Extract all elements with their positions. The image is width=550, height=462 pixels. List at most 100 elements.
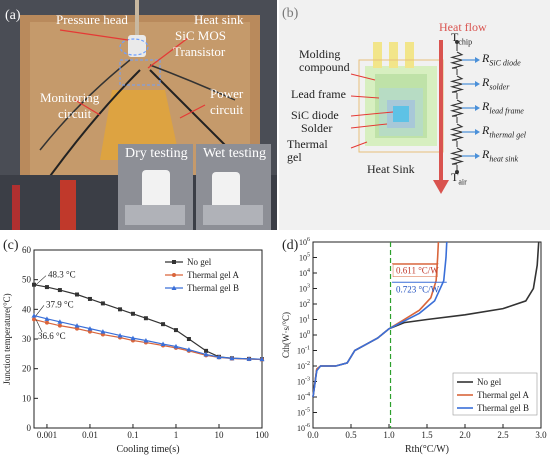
data-point: [161, 322, 166, 327]
data-point: [44, 320, 49, 325]
solder-label: Solder: [301, 121, 333, 135]
y-tick-label: 105: [299, 253, 310, 263]
data-point: [118, 307, 123, 312]
label-transistor: Transistor: [173, 44, 226, 59]
photo-illustration: [0, 0, 277, 230]
data-point: [186, 347, 192, 352]
data-point: [32, 282, 36, 287]
y-tick-label: 10: [22, 393, 32, 403]
label-pressure-head: Pressure head: [56, 12, 128, 27]
data-point: [186, 337, 191, 341]
resistor-label: Rthermal gel: [482, 123, 527, 140]
data-point: [57, 323, 62, 328]
data-point: [160, 341, 166, 347]
annotation-48-3: 48.3 °C: [48, 270, 76, 280]
y-tick-label: 50: [22, 275, 32, 285]
y-tick-exponent: 5: [307, 253, 310, 259]
data-point: [259, 356, 265, 362]
data-point: [100, 329, 106, 334]
y-tick-exponent: 2: [307, 299, 310, 305]
resistor-symbol: [449, 75, 465, 93]
resistor-arrowhead: [475, 129, 480, 135]
legend-label: No gel: [187, 257, 212, 267]
data-point: [216, 354, 222, 360]
heat-sink-label: Heat Sink: [367, 162, 415, 176]
y-tick-label: 102: [299, 299, 310, 309]
data-point: [204, 348, 209, 353]
data-point: [44, 285, 49, 290]
y-tick-label: 20: [22, 364, 32, 374]
y-tick-label: 0: [27, 423, 32, 433]
lead-frame-label: Lead frame: [291, 87, 346, 101]
resistor-symbol: [449, 99, 465, 117]
data-point: [87, 296, 92, 301]
y-tick-exponent: 6: [307, 237, 310, 243]
t-chip-label: Tchip: [451, 30, 473, 47]
annotation-36-6: 36.6 °C: [38, 331, 66, 341]
label-power-circuit: circuit: [210, 102, 244, 117]
legend-label: Thermal gel A: [187, 270, 239, 280]
x-tick-label: 0.0: [307, 430, 319, 440]
y-tick-label: 30: [22, 334, 32, 344]
y-tick-exponent: -6: [305, 423, 310, 429]
y-tick-exponent: -3: [305, 377, 310, 383]
label-heat-sink: Heat sink: [194, 12, 244, 27]
x-tick-label: 100: [255, 430, 269, 440]
data-point: [31, 313, 37, 318]
data-point: [143, 337, 149, 343]
y-tick-label: 106: [299, 237, 310, 247]
y-tick-label: 60: [22, 245, 32, 255]
data-point: [74, 323, 80, 328]
data-point: [130, 335, 136, 341]
label-wet-testing: Wet testing: [203, 146, 267, 161]
x-tick-label: 1.5: [421, 430, 433, 440]
resistor-arrowhead: [475, 81, 480, 87]
label-power: Power: [210, 86, 244, 101]
annotation-leader: [35, 305, 45, 316]
panel-a-photo: (a) Pressure head Heat sink SiC MOS Tran…: [0, 0, 277, 230]
resistor-gap: [453, 99, 461, 117]
resistor-gap: [453, 75, 461, 93]
series-line: [312, 241, 448, 398]
x-tick-label: 1: [174, 430, 179, 440]
resistor-symbol: [449, 147, 465, 165]
y-tick-label: 10-3: [297, 377, 310, 387]
x-tick-label: 0.1: [127, 430, 138, 440]
data-point: [57, 288, 62, 293]
resistor-arrowhead: [475, 105, 480, 111]
y-tick-exponent: 3: [307, 284, 310, 290]
data-point: [44, 316, 50, 321]
data-point: [75, 292, 80, 297]
y-tick-label: 40: [22, 304, 32, 314]
label-monitoring-circuit: circuit: [58, 106, 92, 121]
y-tick-label: 101: [299, 315, 310, 325]
data-point: [32, 317, 36, 322]
legend-marker: [172, 260, 176, 264]
y-tick-label: 10-5: [297, 408, 310, 418]
y-tick-label: 10-1: [297, 346, 310, 356]
data-point: [173, 343, 179, 349]
resistor-symbol: [449, 123, 465, 141]
legend-label: Thermal gel B: [187, 283, 239, 293]
y-tick-label: 10-2: [297, 361, 310, 371]
t-air-node: [455, 170, 459, 174]
resistor-gap: [453, 51, 461, 69]
y-axis-label: Junction temperature(°C): [2, 293, 12, 384]
delta-a-box: [392, 264, 438, 277]
data-point: [173, 328, 178, 333]
series-line: [33, 318, 263, 361]
label-monitoring: Monitoring: [40, 90, 100, 105]
annotation-leader: [35, 275, 47, 285]
y-tick-exponent: -1: [305, 346, 310, 352]
y-tick-exponent: 1: [307, 315, 310, 321]
annotation-37-9: 37.9 °C: [46, 299, 74, 309]
label-sic-mos: SiC MOS: [175, 28, 226, 43]
legend-label: Thermal gel B: [477, 403, 529, 413]
label-dry-testing: Dry testing: [125, 146, 188, 161]
t-chip-node: [455, 40, 459, 44]
data-point: [100, 301, 105, 306]
x-tick-label: 0.5: [345, 430, 357, 440]
